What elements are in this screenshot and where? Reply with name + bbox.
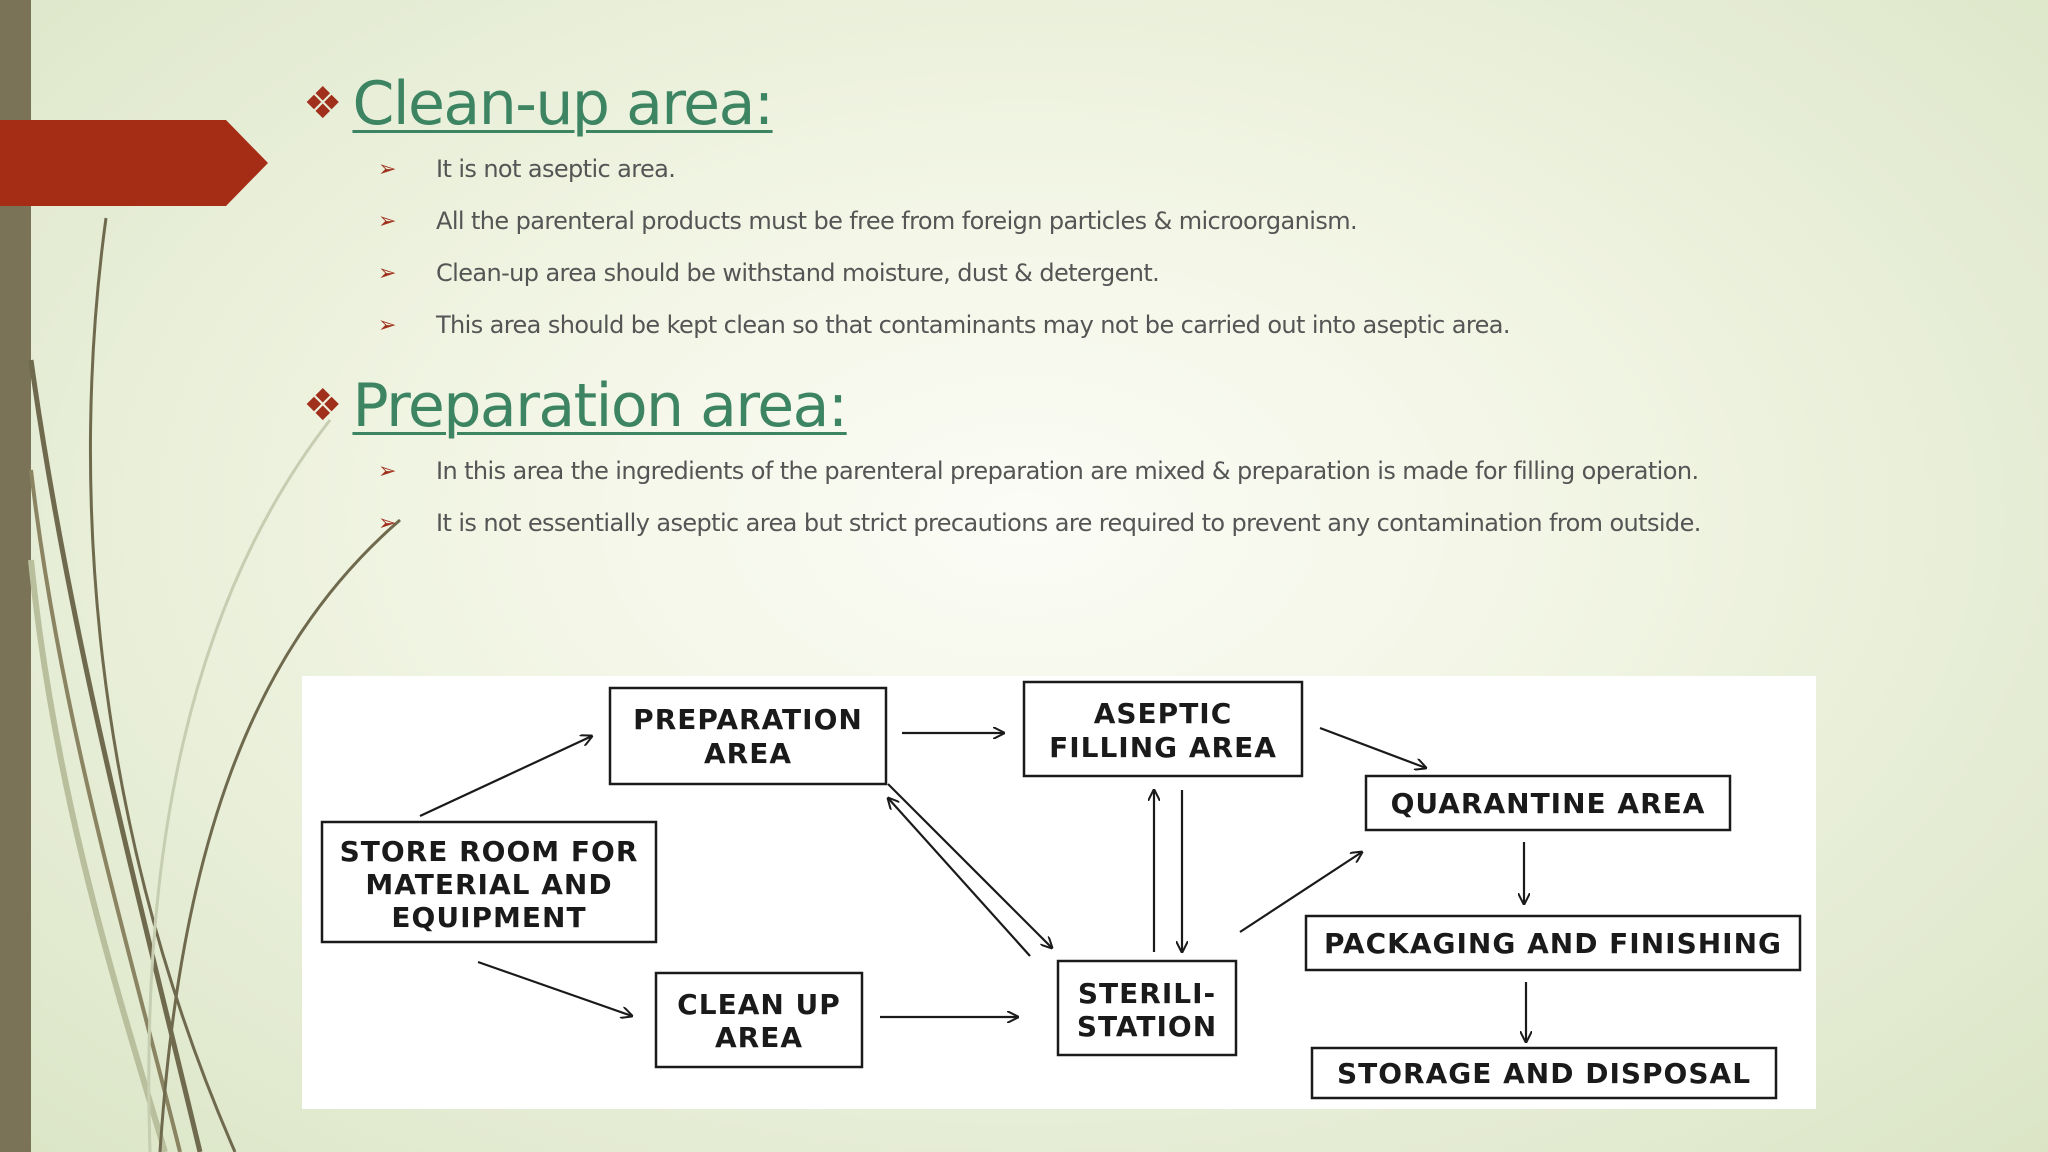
decorative-curves <box>28 217 401 1152</box>
diamond-bullet-icon: ❖ <box>303 380 343 431</box>
preparation-box <box>608 686 888 786</box>
heading-clean-up-area: ❖ Clean-up area: <box>303 64 774 144</box>
arrow-bullet-icon: ➢ <box>378 510 396 536</box>
arrow-bullet-icon: ➢ <box>378 458 396 484</box>
list-item: ➢ This area should be kept clean so that… <box>378 305 1511 345</box>
list-item: ➢ Clean-up area should be withstand mois… <box>378 253 1160 293</box>
aseptic-box <box>1022 680 1304 778</box>
list-item-text: All the parenteral products must be free… <box>436 207 1358 235</box>
packaging-label: PACKAGING AND FINISHING <box>1324 927 1782 960</box>
arrow-sterilisation-to-preparation <box>888 798 1031 957</box>
list-item-text: In this area the ingredients of the pare… <box>436 457 1699 485</box>
quarantine-label: QUARANTINE AREA <box>1391 787 1706 820</box>
clean-up-label: CLEAN UP <box>677 988 841 1021</box>
aseptic-label: FILLING AREA <box>1049 731 1277 764</box>
sterilisation-label: STERILI- <box>1078 977 1216 1010</box>
sterilisation-box <box>1056 959 1238 1057</box>
flow-diagram: STORE ROOM FOR MATERIAL AND EQUIPMENT PR… <box>302 676 1816 1109</box>
clean-up-box <box>654 971 864 1069</box>
packaging-box <box>1304 914 1802 972</box>
list-item-text: It is not essentially aseptic area but s… <box>436 509 1701 537</box>
quarantine-box <box>1364 774 1732 832</box>
sterilisation-label: STATION <box>1077 1010 1217 1043</box>
storage-box <box>1310 1046 1778 1100</box>
arrow-bullet-icon: ➢ <box>378 260 396 286</box>
red-tab-shape <box>0 120 268 206</box>
heading-preparation-area: ❖ Preparation area: <box>303 366 848 446</box>
aseptic-label: ASEPTIC <box>1094 697 1233 730</box>
store-room-label: STORE ROOM FOR <box>340 835 639 868</box>
diamond-bullet-icon: ❖ <box>303 78 343 129</box>
store-room-label: MATERIAL AND <box>365 868 612 901</box>
arrow-bullet-icon: ➢ <box>378 312 396 338</box>
list-item-text: This area should be kept clean so that c… <box>436 311 1511 339</box>
arrow-store-to-cleanup <box>477 960 632 1016</box>
list-item-text: It is not aseptic area. <box>436 155 676 183</box>
store-room-box <box>320 820 658 944</box>
store-room-label: EQUIPMENT <box>391 901 586 934</box>
preparation-label: AREA <box>704 737 792 770</box>
storage-label: STORAGE AND DISPOSAL <box>1337 1057 1751 1090</box>
clean-up-label: AREA <box>715 1021 803 1054</box>
list-item: ➢ In this area the ingredients of the pa… <box>378 451 1699 491</box>
arrow-store-to-preparation <box>419 736 592 817</box>
list-item: ➢ It is not aseptic area. <box>378 149 676 189</box>
arrow-bullet-icon: ➢ <box>378 208 396 234</box>
list-item-text: Clean-up area should be withstand moistu… <box>436 259 1160 287</box>
preparation-label: PREPARATION <box>633 703 863 736</box>
arrow-preparation-to-sterilisation <box>887 783 1052 948</box>
section-title: Preparation area: <box>352 371 848 441</box>
arrow-aseptic-to-quarantine <box>1319 726 1426 768</box>
list-item: ➢ All the parenteral products must be fr… <box>378 201 1358 241</box>
list-item: ➢ It is not essentially aseptic area but… <box>378 503 1701 543</box>
section-title: Clean-up area: <box>352 69 774 139</box>
arrow-bullet-icon: ➢ <box>378 156 396 182</box>
arrow-sterilisation-to-quarantine <box>1239 852 1362 933</box>
